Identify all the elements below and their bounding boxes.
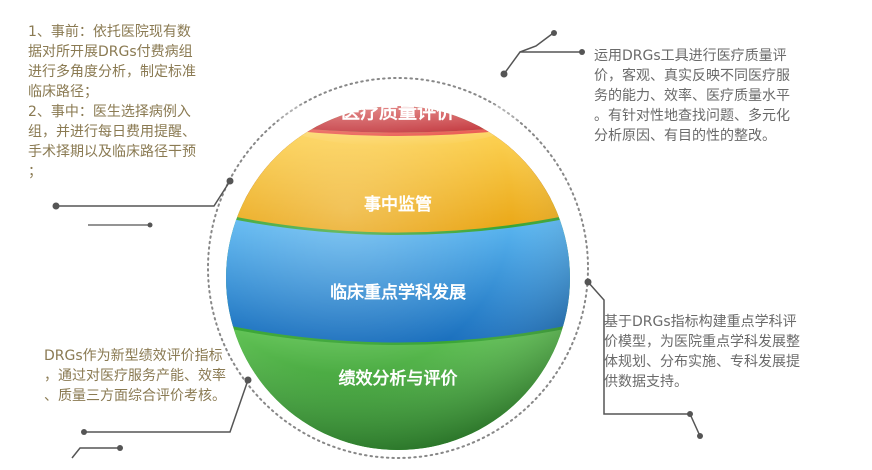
connector-dot [226, 177, 234, 185]
note-right-top: 运用DRGs工具进行医疗质量评 价，客观、真实反映不同医疗服 务的能力、效率、医… [594, 48, 790, 144]
band-label-quality: 医疗质量评价 [341, 100, 456, 123]
connector-dot [52, 202, 60, 210]
connector-dot [687, 411, 693, 417]
note-right-bottom: 基于DRGs指标构建重点学科评 价模型，为医院重点学科发展整 体规划、分布实施、… [604, 314, 800, 390]
sphere [226, 106, 570, 450]
note-left-top: 1、事前：依托医院现有数 据对所开展DRGs付费病组 进行多角度分析，制定标准 … [28, 24, 196, 180]
connector-dot [697, 433, 703, 439]
connector-dot [584, 278, 592, 286]
connector-dot [551, 30, 557, 36]
dotted-ring [207, 77, 589, 459]
sphere-gloss [278, 94, 518, 146]
connector-left-bottom [71, 379, 249, 459]
connector-left-top [56, 180, 231, 207]
connector-dot [117, 445, 123, 451]
connector-dot [244, 376, 252, 384]
band-label-performance: 绩效分析与评价 [339, 368, 459, 389]
connector-dot [500, 70, 508, 78]
band-label-discipline: 临床重点学科发展 [330, 282, 466, 303]
sphere-shading [226, 106, 570, 450]
connector-right-bottom [587, 281, 701, 437]
note-left-bottom: DRGs作为新型绩效评价指标 ，通过对医疗服务产能、效率 、质量三方面综合评价考… [44, 348, 226, 404]
band-label-supervision: 事中监管 [364, 194, 432, 215]
connector-right-top [503, 33, 582, 75]
connector-dot [579, 49, 585, 55]
connector-dot [81, 429, 87, 435]
